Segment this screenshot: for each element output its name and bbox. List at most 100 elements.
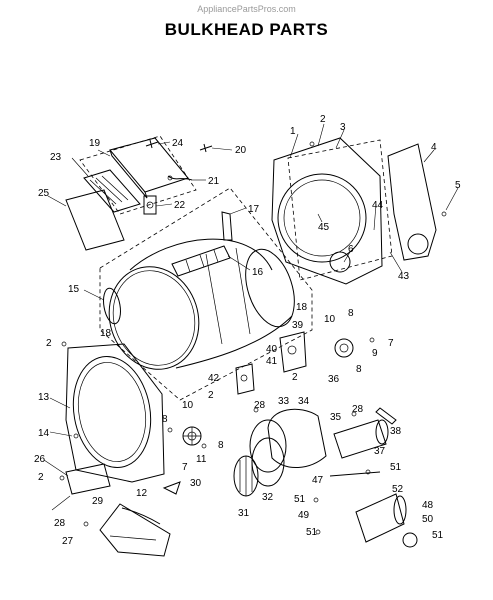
callout-4: 4: [431, 142, 437, 153]
callout-49: 49: [298, 510, 310, 521]
callout-47: 47: [312, 475, 324, 486]
drum-seal-17: [221, 211, 233, 241]
callout-10-rear: 10: [324, 314, 336, 325]
callout-38: 38: [390, 426, 402, 437]
callout-51-top: 51: [390, 462, 402, 473]
callout-30: 30: [190, 478, 202, 489]
seal-32: [251, 437, 285, 487]
callout-50: 50: [422, 514, 434, 525]
callout-24: 24: [172, 138, 184, 149]
callout-19: 19: [89, 138, 101, 149]
callout-8-front: 8: [162, 414, 168, 425]
callout-18b: 18: [296, 302, 308, 313]
callout-35: 35: [330, 412, 342, 423]
callout-17: 17: [248, 204, 260, 215]
callout-10-front: 10: [182, 400, 194, 411]
callout-40: 40: [266, 344, 278, 355]
callout-18a: 18: [100, 328, 112, 339]
callout-32: 32: [262, 492, 274, 503]
callout-48: 48: [422, 500, 434, 511]
callout-34: 34: [298, 396, 310, 407]
rear-grille-4: [387, 143, 437, 261]
callout-52: 52: [392, 484, 404, 495]
screw-set: [59, 141, 447, 535]
callout-9: 9: [372, 348, 378, 359]
callout-21: 21: [208, 176, 220, 187]
callout-2-top: 2: [320, 114, 326, 125]
idler-bracket-39: [279, 331, 307, 373]
callout-11: 11: [196, 454, 207, 465]
lint-screen-25: [65, 189, 125, 251]
callout-2-mid: 2: [208, 390, 214, 401]
callout-28-right: 28: [352, 404, 364, 415]
callout-23: 23: [50, 152, 62, 163]
screw-24: [145, 139, 159, 149]
wire-harness-21: [167, 175, 193, 181]
callout-12: 12: [136, 488, 148, 499]
front-seal-15: [103, 287, 121, 325]
callout-41: 41: [266, 356, 278, 367]
leader-lines: [43, 123, 459, 511]
callout-39: 39: [292, 320, 304, 331]
callout-26: 26: [34, 454, 46, 465]
callout-2-left: 2: [46, 338, 52, 349]
drum-baffle-16: [171, 245, 231, 277]
callout-27: 27: [62, 536, 74, 547]
page-title: BULKHEAD PARTS: [164, 20, 329, 39]
callout-20: 20: [235, 145, 247, 156]
callout-33: 33: [278, 396, 290, 407]
rear-roller-10: [334, 338, 354, 358]
wire-29: [121, 507, 161, 525]
callout-44: 44: [372, 200, 384, 211]
callout-51-bottom-left: 51: [306, 527, 318, 538]
callout-16: 16: [252, 267, 264, 278]
blower-wheel-31: [233, 455, 259, 497]
callout-45: 45: [318, 222, 330, 233]
lint-grille-19: [109, 137, 189, 199]
front-bulkhead-13: [65, 343, 165, 483]
label-26: [65, 463, 111, 495]
callout-42: 42: [208, 373, 220, 384]
callout-28-top: 28: [254, 400, 266, 411]
callout-25: 25: [38, 188, 50, 199]
rear-bulkhead-dashed-box: [287, 139, 393, 281]
thermostat-38: [375, 407, 397, 425]
lint-sensor-22: [143, 195, 157, 215]
lower-panel-27: [99, 503, 171, 557]
rear-bulkhead-1: [271, 137, 383, 285]
callout-51-mid: 51: [294, 494, 306, 505]
rod-47: [329, 471, 381, 477]
callout-8-rear-top: 8: [348, 308, 354, 319]
pulley-50: [402, 532, 418, 548]
callout-8-front-right: 8: [218, 440, 224, 451]
motor-48: [355, 493, 407, 543]
lint-assembly-dashed-box: [79, 135, 197, 215]
callout-31: 31: [238, 508, 250, 519]
callout-3: 3: [340, 122, 346, 133]
heater-duct-37: [333, 419, 389, 459]
callout-15: 15: [68, 284, 80, 295]
callout-22: 22: [174, 200, 186, 211]
callout-5: 5: [455, 180, 461, 191]
callout-1: 1: [290, 126, 296, 137]
callout-36: 36: [328, 374, 340, 385]
callout-7-front: 7: [182, 462, 188, 473]
bracket-42: [235, 363, 255, 395]
front-roller-10: [182, 426, 202, 446]
clip-30: [162, 481, 181, 495]
watermark: AppliancePartsPros.com: [197, 4, 296, 14]
callout-28-bottom: 28: [54, 518, 66, 529]
callout-6: 6: [348, 244, 354, 255]
blower-housing-33: [249, 408, 327, 473]
callout-51-bottom-right: 51: [432, 530, 444, 541]
lint-housing-23: [83, 169, 141, 213]
callout-14: 14: [38, 428, 50, 439]
callout-43: 43: [398, 271, 410, 282]
drum-assembly-dashed-box: [99, 187, 313, 401]
callout-29: 29: [92, 496, 104, 507]
callout-8-rear-bottom: 8: [356, 364, 362, 375]
screw-20: [199, 143, 213, 153]
callout-2-bracket: 2: [292, 372, 298, 383]
callout-37: 37: [374, 446, 386, 457]
